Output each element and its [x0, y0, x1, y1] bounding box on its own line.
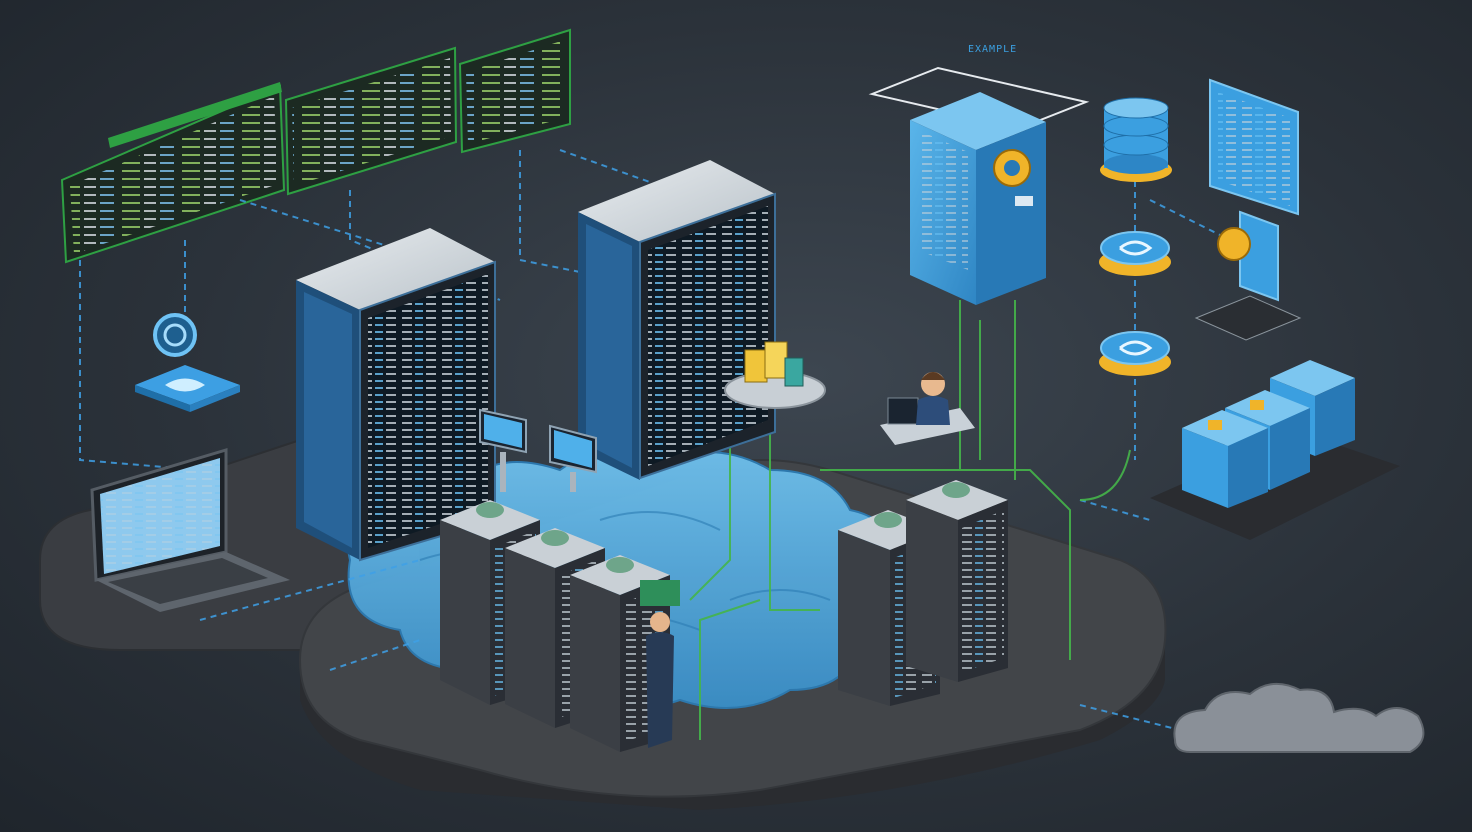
- monitor-icon: [549, 424, 597, 492]
- gear-icon: [993, 149, 1031, 187]
- user-admin-icon: [640, 580, 680, 748]
- code-window-icon: [60, 82, 286, 264]
- storage-block-icon: [1182, 410, 1268, 508]
- code-window-icon: [284, 46, 458, 196]
- sync-icon: [153, 313, 197, 357]
- laptop-icon: [90, 447, 290, 612]
- rain-cloud-icon: [1173, 683, 1425, 753]
- monitor-icon: [1209, 78, 1299, 216]
- server-rack-icon: [906, 480, 1008, 682]
- server-rack-icon: [578, 160, 776, 480]
- sync-icon: [1099, 231, 1171, 276]
- database-icon: [1100, 97, 1172, 182]
- database-icon: [868, 66, 1090, 305]
- storage-block-icon: [135, 365, 240, 412]
- sync-icon: [1099, 331, 1171, 376]
- storage-block-icon: [724, 341, 826, 409]
- monitor-icon: [1194, 210, 1302, 341]
- server-rack-icon: [296, 228, 496, 562]
- header-label: EXAMPLE: [968, 44, 1018, 55]
- code-window-icon: [458, 28, 571, 154]
- monitor-icon: [479, 408, 527, 492]
- user-admin-icon: [880, 372, 975, 445]
